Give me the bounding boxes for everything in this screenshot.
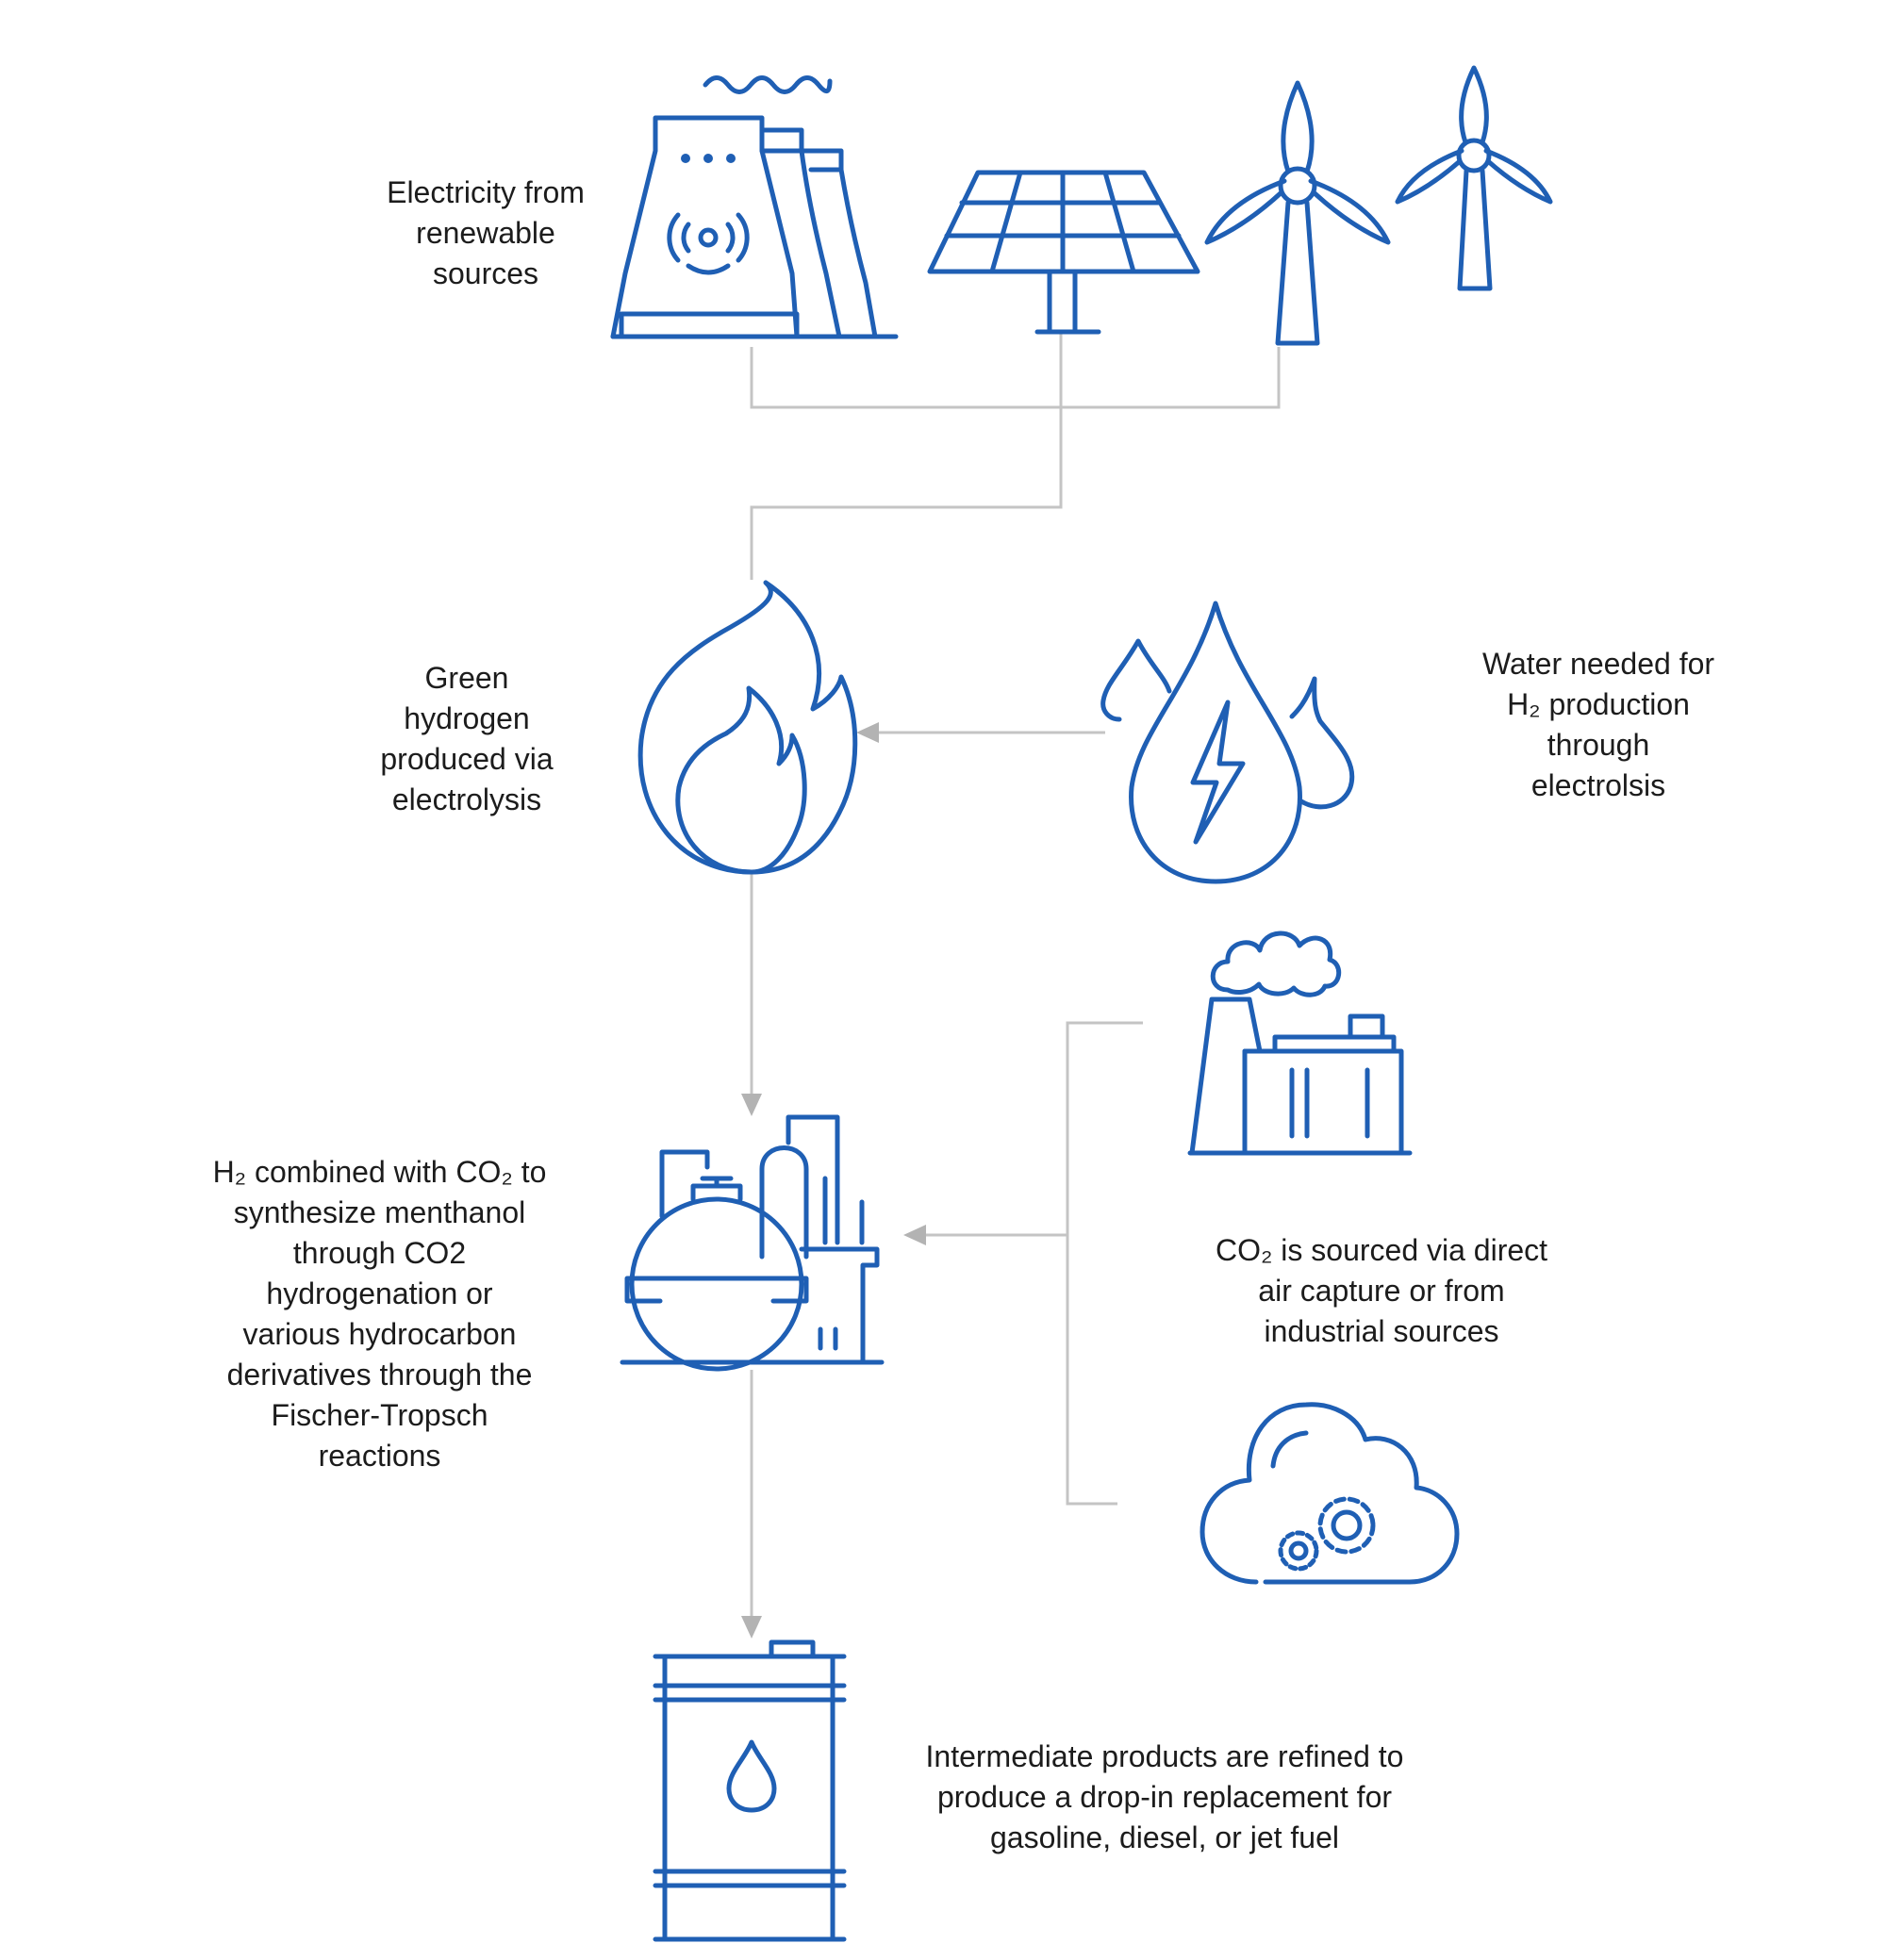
- water-drop-icon: [1100, 601, 1355, 884]
- synthesis-label: H₂ combined with CO₂ to synthesize menth…: [212, 1155, 547, 1473]
- co2-to-synthesis-arrowhead: [903, 1225, 926, 1245]
- power-plant-icon: [610, 75, 899, 339]
- water-label: Water needed for H₂ production through e…: [1481, 647, 1715, 802]
- solar-panel-icon: [927, 170, 1200, 335]
- cloud-gears-icon: [1199, 1402, 1460, 1585]
- renewables-connector: [750, 332, 1281, 580]
- connectors: [741, 332, 1281, 1639]
- hydrogen-to-synthesis-arrowhead: [741, 1094, 762, 1116]
- factory-icon: [1187, 931, 1413, 1156]
- renewables-label: Electricity from renewable sources: [387, 175, 585, 290]
- flame-icon: [637, 580, 858, 875]
- wind-turbine-icon: [1204, 65, 1553, 346]
- water-to-hydrogen-arrowhead: [856, 722, 879, 743]
- fuel-label: Intermediate products are refined to pro…: [925, 1739, 1404, 1854]
- green-hydrogen-label: Green hydrogen produced via electrolysis: [380, 661, 554, 816]
- chemical-plant-icon: [620, 1114, 885, 1372]
- fuel-barrel-icon: [653, 1639, 847, 1942]
- co2-source-label: CO₂ is sourced via direct air capture or…: [1215, 1233, 1548, 1348]
- synthesis-to-fuel-arrowhead: [741, 1616, 762, 1639]
- co2-sources-bracket: [919, 1021, 1143, 1506]
